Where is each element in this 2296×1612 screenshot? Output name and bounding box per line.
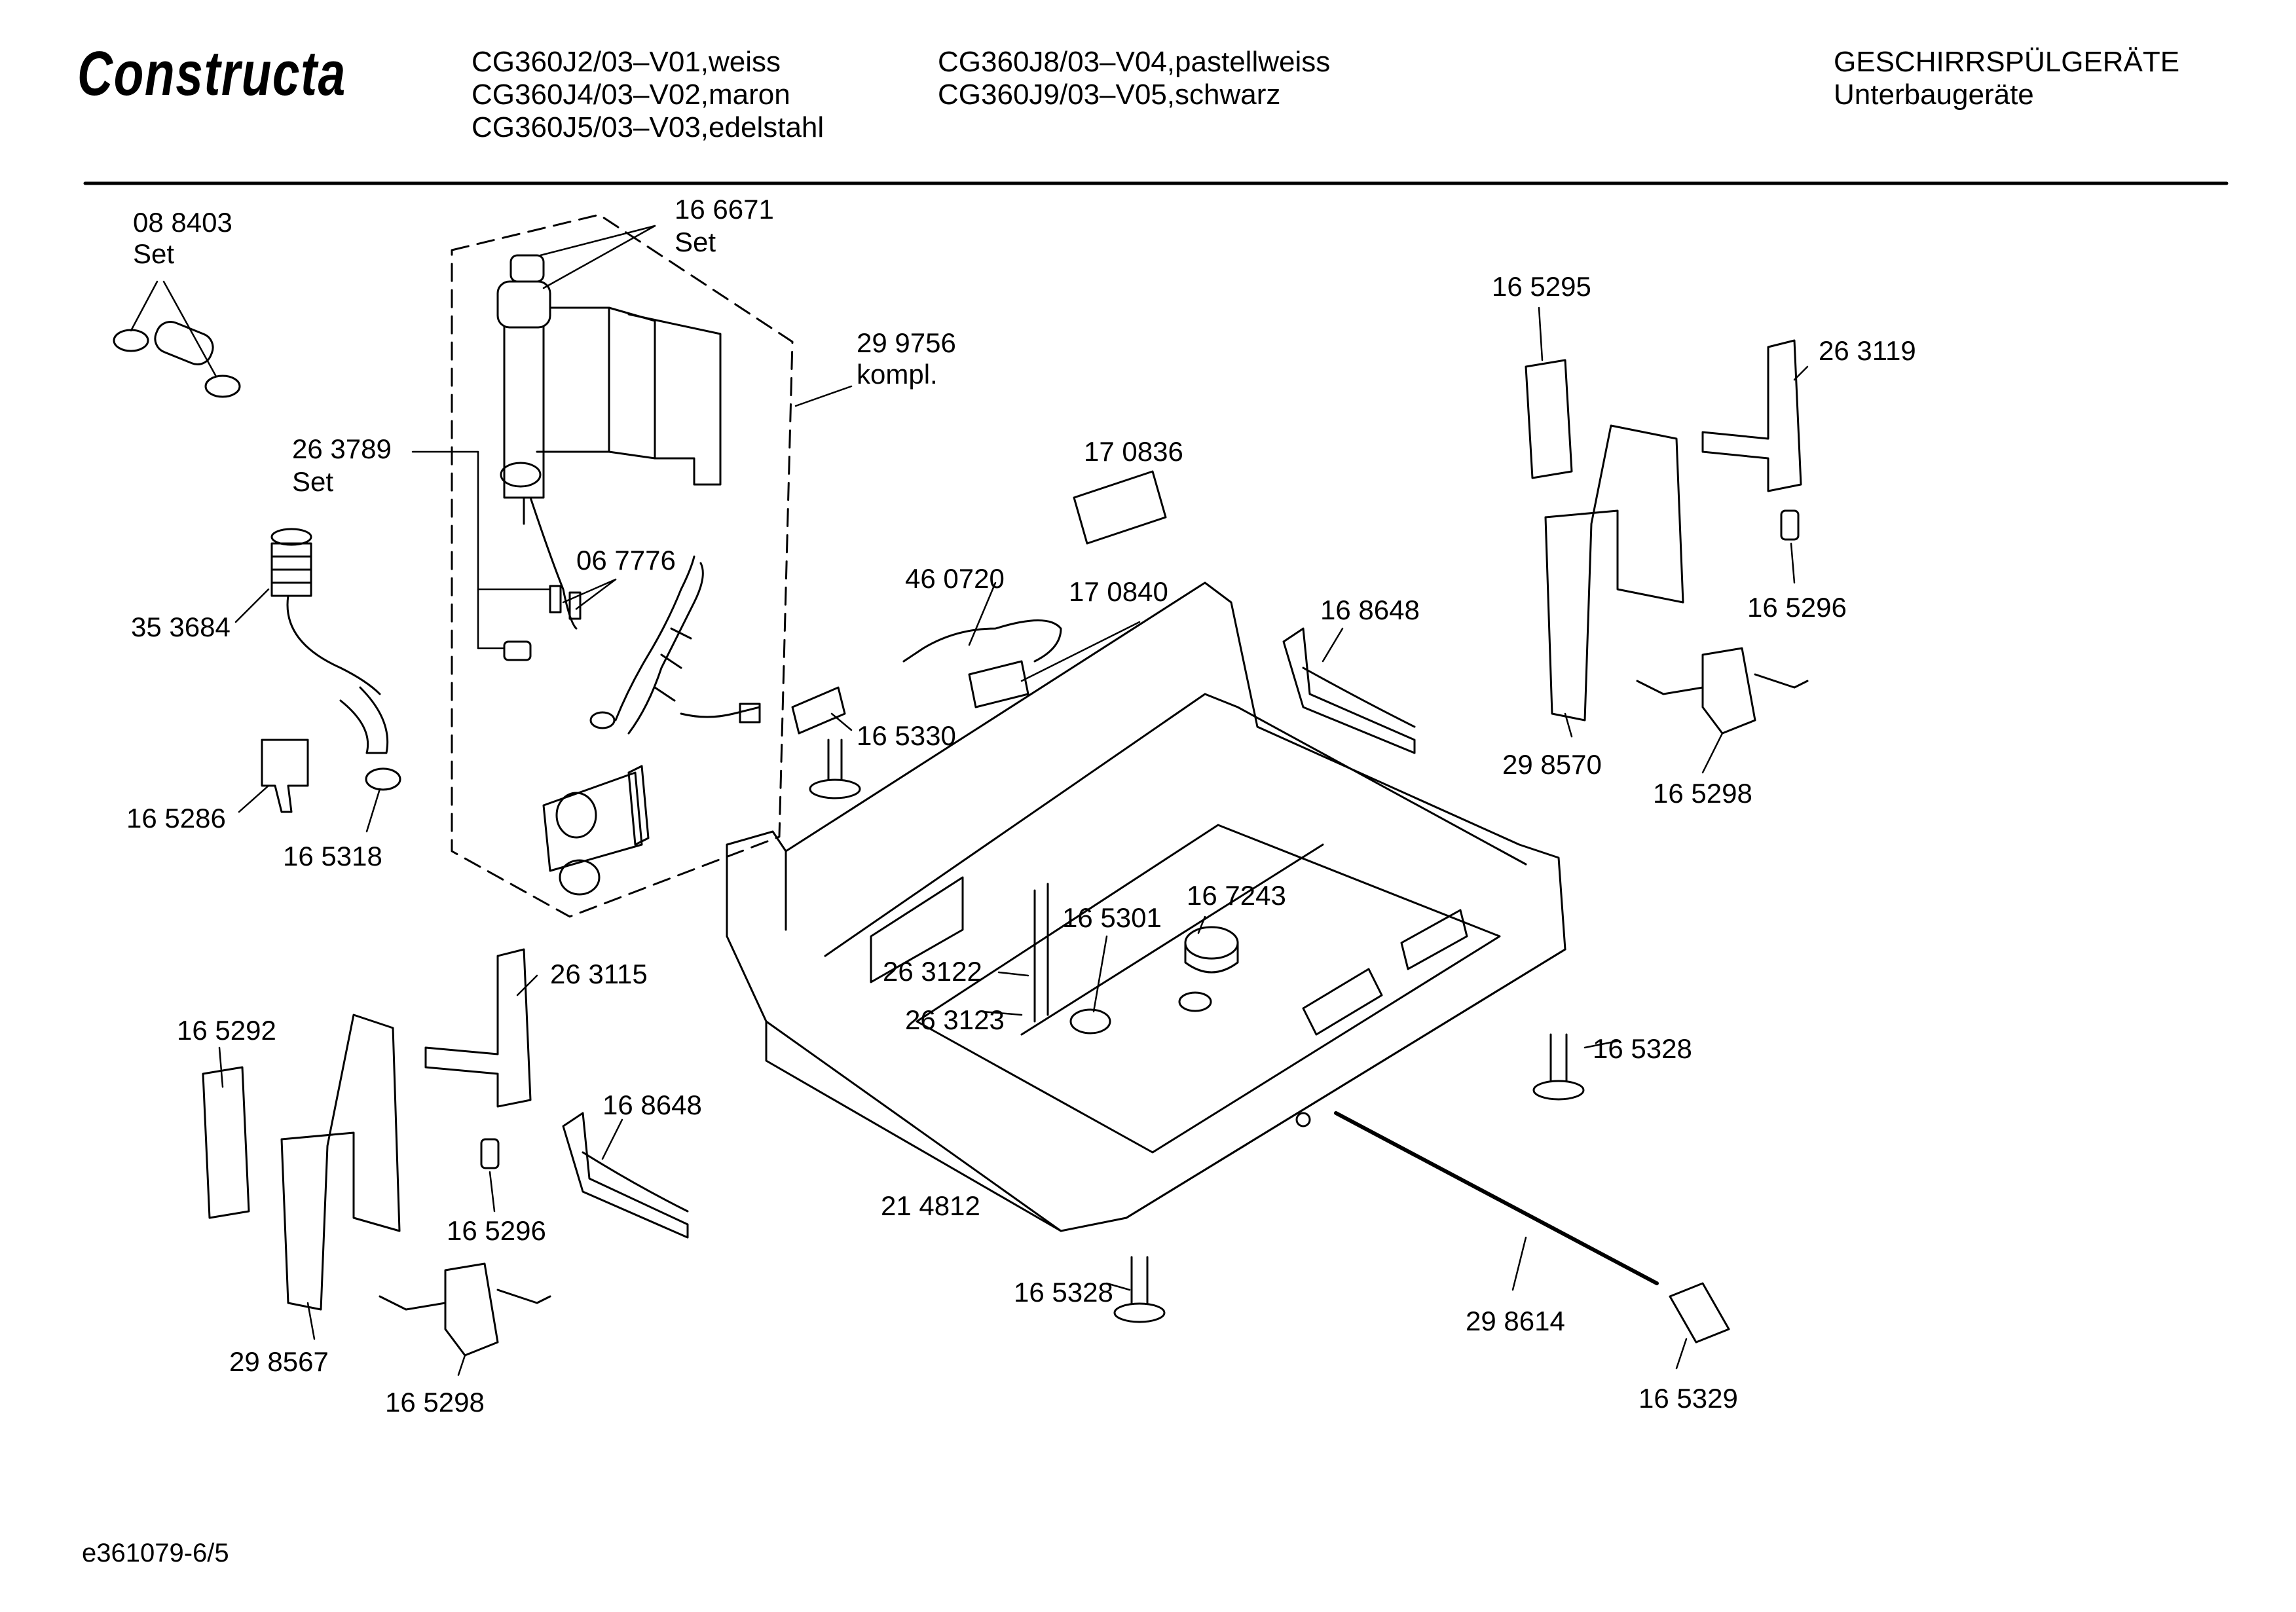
part-label-165286: 16 5286 [126,803,226,833]
part-label-168648-left: 16 8648 [602,1090,702,1120]
part-label-166671: 16 6671 [675,194,774,225]
foot-screw-165328-right [1534,1035,1583,1099]
part-label-165330: 16 5330 [857,720,956,751]
rod-298614 [1336,1113,1657,1283]
part-label-165292: 16 5292 [177,1015,276,1046]
model-item: CG360J5/03–V03,edelstahl [472,111,824,143]
plug-170836 [1074,471,1166,543]
part-label-168648-right: 16 8648 [1320,595,1420,625]
cover-165292 [203,1067,249,1218]
part-label-263122: 26 3122 [883,956,982,987]
drawing-id: e361079-6/5 [82,1539,229,1567]
part-label-263119: 26 3119 [1819,335,1916,366]
part-label-165328-bottom: 16 5328 [1014,1277,1113,1308]
part-label-299756: 29 9756 [857,327,956,358]
part-label-165296-right: 16 5296 [1747,592,1847,623]
part-label-263789: 26 3789 [292,433,392,464]
base-tub-214812 [727,583,1565,1231]
part-label-298614: 29 8614 [1466,1306,1565,1336]
part-note-166671: Set [675,227,716,257]
part-note-263789: Set [292,466,334,497]
category-block: GESCHIRRSPÜLGERÄTE Unterbaugeräte [1834,46,2179,111]
foot-screw-165328-bottom [1115,1257,1164,1322]
part-label-165328-right: 16 5328 [1593,1033,1692,1064]
part-label-165318: 16 5318 [283,841,382,871]
switch-170840 [969,661,1028,707]
hinge-263119 [1703,340,1801,491]
leader-lines [131,226,1807,1375]
model-item: CG360J4/03–V02,maron [472,79,790,111]
part-label-165301: 16 5301 [1062,902,1162,933]
part-label-214812: 21 4812 [881,1190,980,1221]
bracket-298570 [1546,426,1683,720]
cable-460720 [904,621,1061,662]
part-label-067776: 06 7776 [576,545,676,576]
spring-168648-right [1284,629,1415,753]
part-label-165329: 16 5329 [1639,1383,1738,1414]
part-label-165298-right: 16 5298 [1653,778,1752,809]
hinge-263115 [426,949,530,1107]
kit-outline-299756 [452,215,792,917]
category-title: GESCHIRRSPÜLGERÄTE [1834,46,2180,78]
clip-165286 [262,740,308,812]
part-165330 [792,687,845,733]
part-label-298567: 29 8567 [229,1346,329,1377]
part-label-353684: 35 3684 [131,612,231,642]
counterweight-165298-left [380,1264,550,1355]
part-label-298570: 29 8570 [1502,749,1602,780]
clip-165296-right [1781,511,1798,540]
foot-screw-165330 [810,740,860,798]
corrugated-hose [272,529,400,790]
counterweight-165298-right [1637,648,1807,733]
leak-sensor [544,766,648,894]
model-list-2: CG360J8/03–V04,pastellweiss CG360J9/03–V… [938,46,1330,111]
valve-assembly [498,255,720,660]
part-label-165298-left: 16 5298 [385,1387,485,1418]
model-item: CG360J8/03–V04,pastellweiss [938,46,1331,78]
part-label-170836: 17 0836 [1084,436,1183,467]
hose-clamp-set [114,318,240,397]
model-list-1: CG360J2/03–V01,weiss CG360J4/03–V02,maro… [472,46,824,144]
constructa-logo: Constructa [77,39,346,109]
part-label-263115: 26 3115 [550,959,648,989]
spring-168648-left [563,1113,688,1237]
cap-165329 [1670,1283,1729,1342]
part-label-263123: 26 3123 [905,1004,1005,1035]
part-note-088403: Set [133,238,175,269]
clip-165296-left [481,1139,498,1168]
part-label-165296-left: 16 5296 [447,1215,546,1246]
part-label-088403: 08 8403 [133,207,232,238]
bracket-298567 [282,1015,399,1310]
model-item: CG360J9/03–V05,schwarz [938,79,1281,111]
cover-165295 [1526,360,1572,478]
spiral-hose [591,557,760,733]
category-subtitle: Unterbaugeräte [1834,79,2034,111]
part-label-165295: 16 5295 [1492,271,1591,302]
model-item: CG360J2/03–V01,weiss [472,46,781,78]
part-note-299756: kompl. [857,359,938,390]
part-label-167243: 16 7243 [1187,880,1286,911]
part-label-460720: 46 0720 [905,563,1005,594]
part-label-170840: 17 0840 [1069,576,1168,607]
